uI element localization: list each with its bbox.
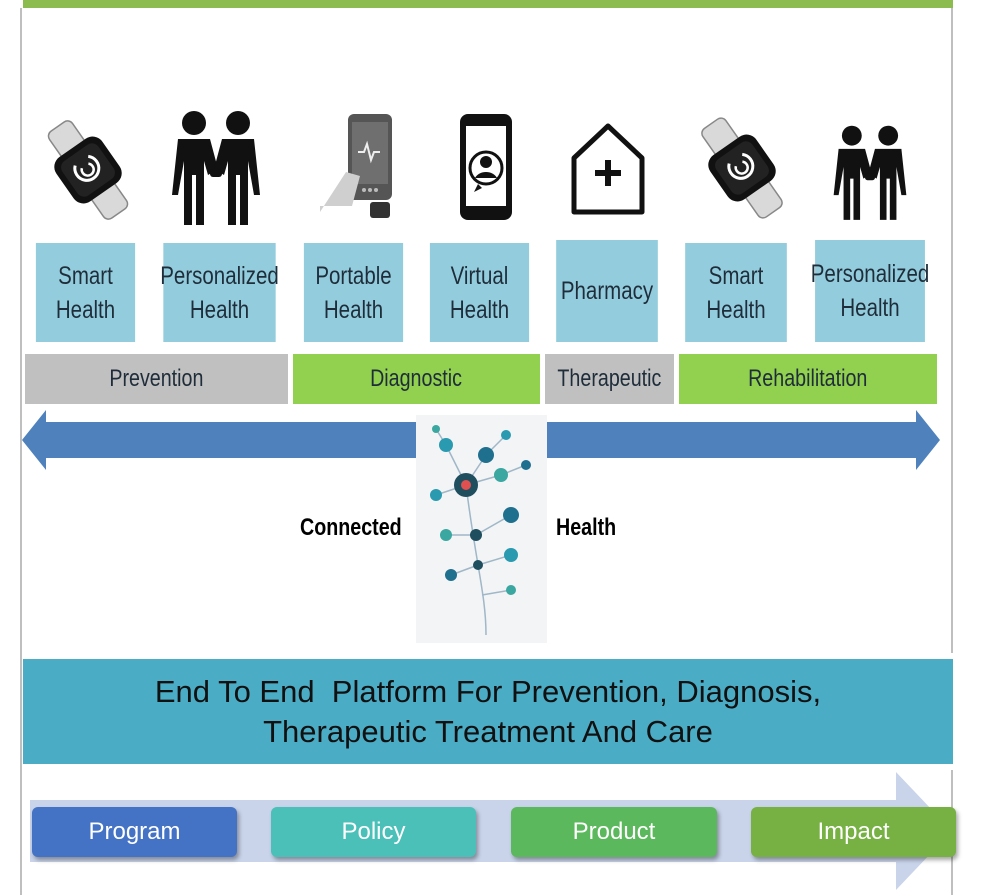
platform-banner: End To End Platform For Prevention, Diag… [23, 659, 953, 764]
stage-prevention: Prevention [25, 354, 288, 404]
category-personalized-health: Personalized Health [160, 243, 279, 342]
pipeline-policy: Policy [271, 807, 476, 857]
stage-therapeutic: Therapeutic [545, 354, 674, 404]
category-virtual-health: Virtual Health [429, 243, 530, 342]
category-label: Pharmacy [560, 277, 654, 305]
top-accent-bar [23, 0, 953, 8]
frame-border-right [951, 8, 953, 653]
banner-line-2: Therapeutic Treatment And Care [263, 713, 713, 749]
category-smart-health-2: Smart Health [685, 243, 787, 342]
category-portable-health: Portable Health [303, 243, 404, 342]
health-label: Health [556, 514, 617, 541]
category-label: Portable Health [315, 261, 392, 324]
pipeline-program: Program [32, 807, 237, 857]
portable-device-icon [320, 114, 392, 218]
handshake-icon [172, 111, 260, 225]
category-label: Virtual Health [449, 261, 510, 324]
connected-label: Connected [300, 514, 402, 541]
stage-label: Therapeutic [557, 365, 662, 392]
stage-label: Prevention [109, 365, 204, 392]
stage-diagnostic: Diagnostic [293, 354, 540, 404]
smartwatch-icon [701, 117, 783, 219]
category-personalized-health-2: Personalized Health [811, 240, 929, 342]
category-smart-health: Smart Health [35, 243, 136, 342]
stage-label: Diagnostic [370, 365, 463, 392]
category-label: Personalized Health [160, 261, 279, 324]
smartphone-user-icon [460, 114, 512, 220]
category-label: Personalized Health [810, 260, 930, 322]
network-tree-icon [416, 415, 547, 643]
banner-line-1: End To End Platform For Prevention, Diag… [154, 673, 822, 709]
stage-rehabilitation: Rehabilitation [679, 354, 937, 404]
frame-border-left [20, 8, 22, 895]
pipeline-product: Product [511, 807, 717, 857]
category-label: Smart Health [55, 261, 116, 324]
pipeline-impact: Impact [751, 807, 956, 857]
stage-label: Rehabilitation [748, 365, 868, 392]
pipeline-chevron-arrow [30, 772, 952, 890]
category-label: Smart Health [706, 261, 766, 324]
smartwatch-icon [47, 120, 129, 220]
house-plus-icon [571, 123, 645, 215]
handshake-icon [833, 125, 907, 220]
category-pharmacy: Pharmacy [556, 240, 658, 342]
